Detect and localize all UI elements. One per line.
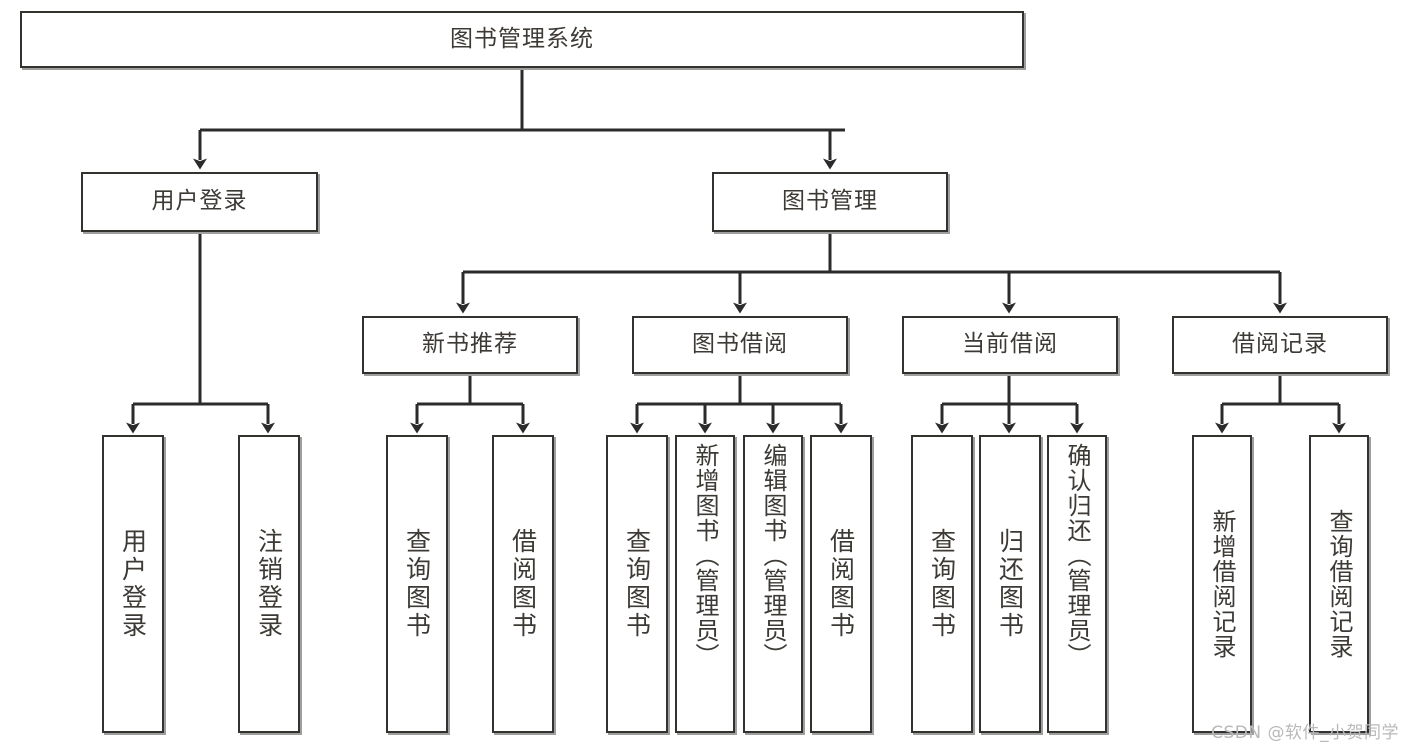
node-new-book-recommend-label: 新书推荐 <box>422 331 518 358</box>
node-leaf-add-record[interactable]: 新增借阅记录 <box>1192 435 1252 733</box>
node-current-borrow-label: 当前借阅 <box>962 331 1058 358</box>
node-root-label: 图书管理系统 <box>450 25 594 52</box>
node-leaf-user-logout[interactable]: 注销登录 <box>238 435 300 733</box>
node-leaf-query-book-1-label: 查询图书 <box>402 528 432 640</box>
watermark: CSDN @软件_小贺同学 <box>1211 723 1399 743</box>
node-leaf-borrow-book-2-label: 借阅图书 <box>826 528 856 640</box>
node-leaf-edit-book[interactable]: 编辑图书（管理员） <box>743 435 803 733</box>
node-book-management[interactable]: 图书管理 <box>712 172 948 232</box>
node-borrow-record[interactable]: 借阅记录 <box>1172 316 1388 374</box>
node-root[interactable]: 图书管理系统 <box>20 11 1024 68</box>
node-leaf-edit-book-label: 编辑图书（管理员） <box>759 443 787 668</box>
node-leaf-add-book-label: 新增图书（管理员） <box>691 443 719 668</box>
node-leaf-add-record-label: 新增借阅记录 <box>1208 509 1236 659</box>
node-leaf-confirm-return-label: 确认归还（管理员） <box>1063 443 1091 668</box>
node-leaf-query-book-3[interactable]: 查询图书 <box>911 435 973 733</box>
node-leaf-query-book-2-label: 查询图书 <box>622 528 652 640</box>
node-leaf-query-record-label: 查询借阅记录 <box>1325 509 1353 659</box>
node-leaf-query-book-1[interactable]: 查询图书 <box>386 435 448 733</box>
node-book-borrow[interactable]: 图书借阅 <box>632 316 848 374</box>
node-leaf-return-book[interactable]: 归还图书 <box>979 435 1041 733</box>
node-leaf-borrow-book-1[interactable]: 借阅图书 <box>492 435 554 733</box>
node-book-management-label: 图书管理 <box>782 188 878 215</box>
node-leaf-borrow-book-1-label: 借阅图书 <box>508 528 538 640</box>
node-leaf-user-login-label: 用户登录 <box>118 528 148 640</box>
node-leaf-user-logout-label: 注销登录 <box>254 528 284 640</box>
node-leaf-query-book-2[interactable]: 查询图书 <box>606 435 668 733</box>
node-current-borrow[interactable]: 当前借阅 <box>902 316 1118 374</box>
node-leaf-query-book-3-label: 查询图书 <box>927 528 957 640</box>
node-user-login-label: 用户登录 <box>151 188 248 215</box>
node-new-book-recommend[interactable]: 新书推荐 <box>362 316 578 374</box>
node-leaf-confirm-return[interactable]: 确认归还（管理员） <box>1047 435 1107 733</box>
node-user-login[interactable]: 用户登录 <box>81 172 318 232</box>
node-leaf-return-book-label: 归还图书 <box>995 528 1025 640</box>
node-leaf-user-login[interactable]: 用户登录 <box>102 435 164 733</box>
node-borrow-record-label: 借阅记录 <box>1232 331 1328 358</box>
node-leaf-add-book[interactable]: 新增图书（管理员） <box>675 435 735 733</box>
node-book-borrow-label: 图书借阅 <box>692 331 788 358</box>
node-leaf-borrow-book-2[interactable]: 借阅图书 <box>810 435 872 733</box>
node-leaf-query-record[interactable]: 查询借阅记录 <box>1309 435 1369 733</box>
